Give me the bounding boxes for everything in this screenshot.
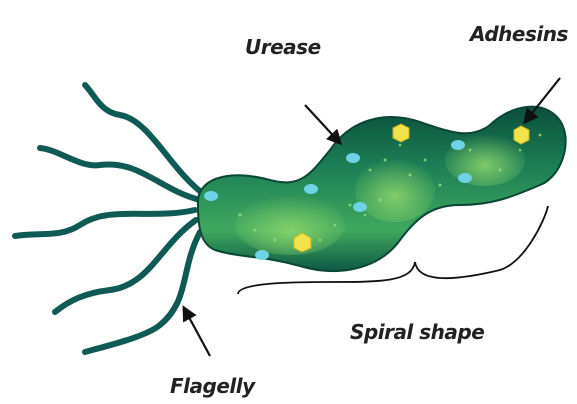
bacterium-body (198, 107, 566, 271)
flagella (15, 85, 205, 352)
flagellum-2 (40, 148, 200, 200)
blue-spot (353, 202, 367, 212)
spiral-shape-label: Spiral shape (350, 320, 484, 344)
blue-spot (204, 191, 218, 201)
flagelly-label: Flagelly (170, 374, 256, 398)
urease-arrow (305, 105, 340, 143)
flagelly-arrow (184, 308, 210, 356)
flagellum-3 (15, 210, 195, 236)
adhesin-spot (514, 126, 529, 144)
adhesins-label: Adhesins (468, 22, 568, 46)
blue-spot (304, 184, 318, 194)
blue-spot (346, 153, 360, 163)
blue-spot (255, 250, 269, 260)
flagellum-4 (55, 220, 196, 312)
adhesin-spot (393, 124, 409, 142)
blue-spot (458, 173, 472, 183)
urease-label: Urease (245, 35, 321, 59)
blue-spot (451, 140, 465, 150)
flagellum-1 (85, 85, 205, 195)
